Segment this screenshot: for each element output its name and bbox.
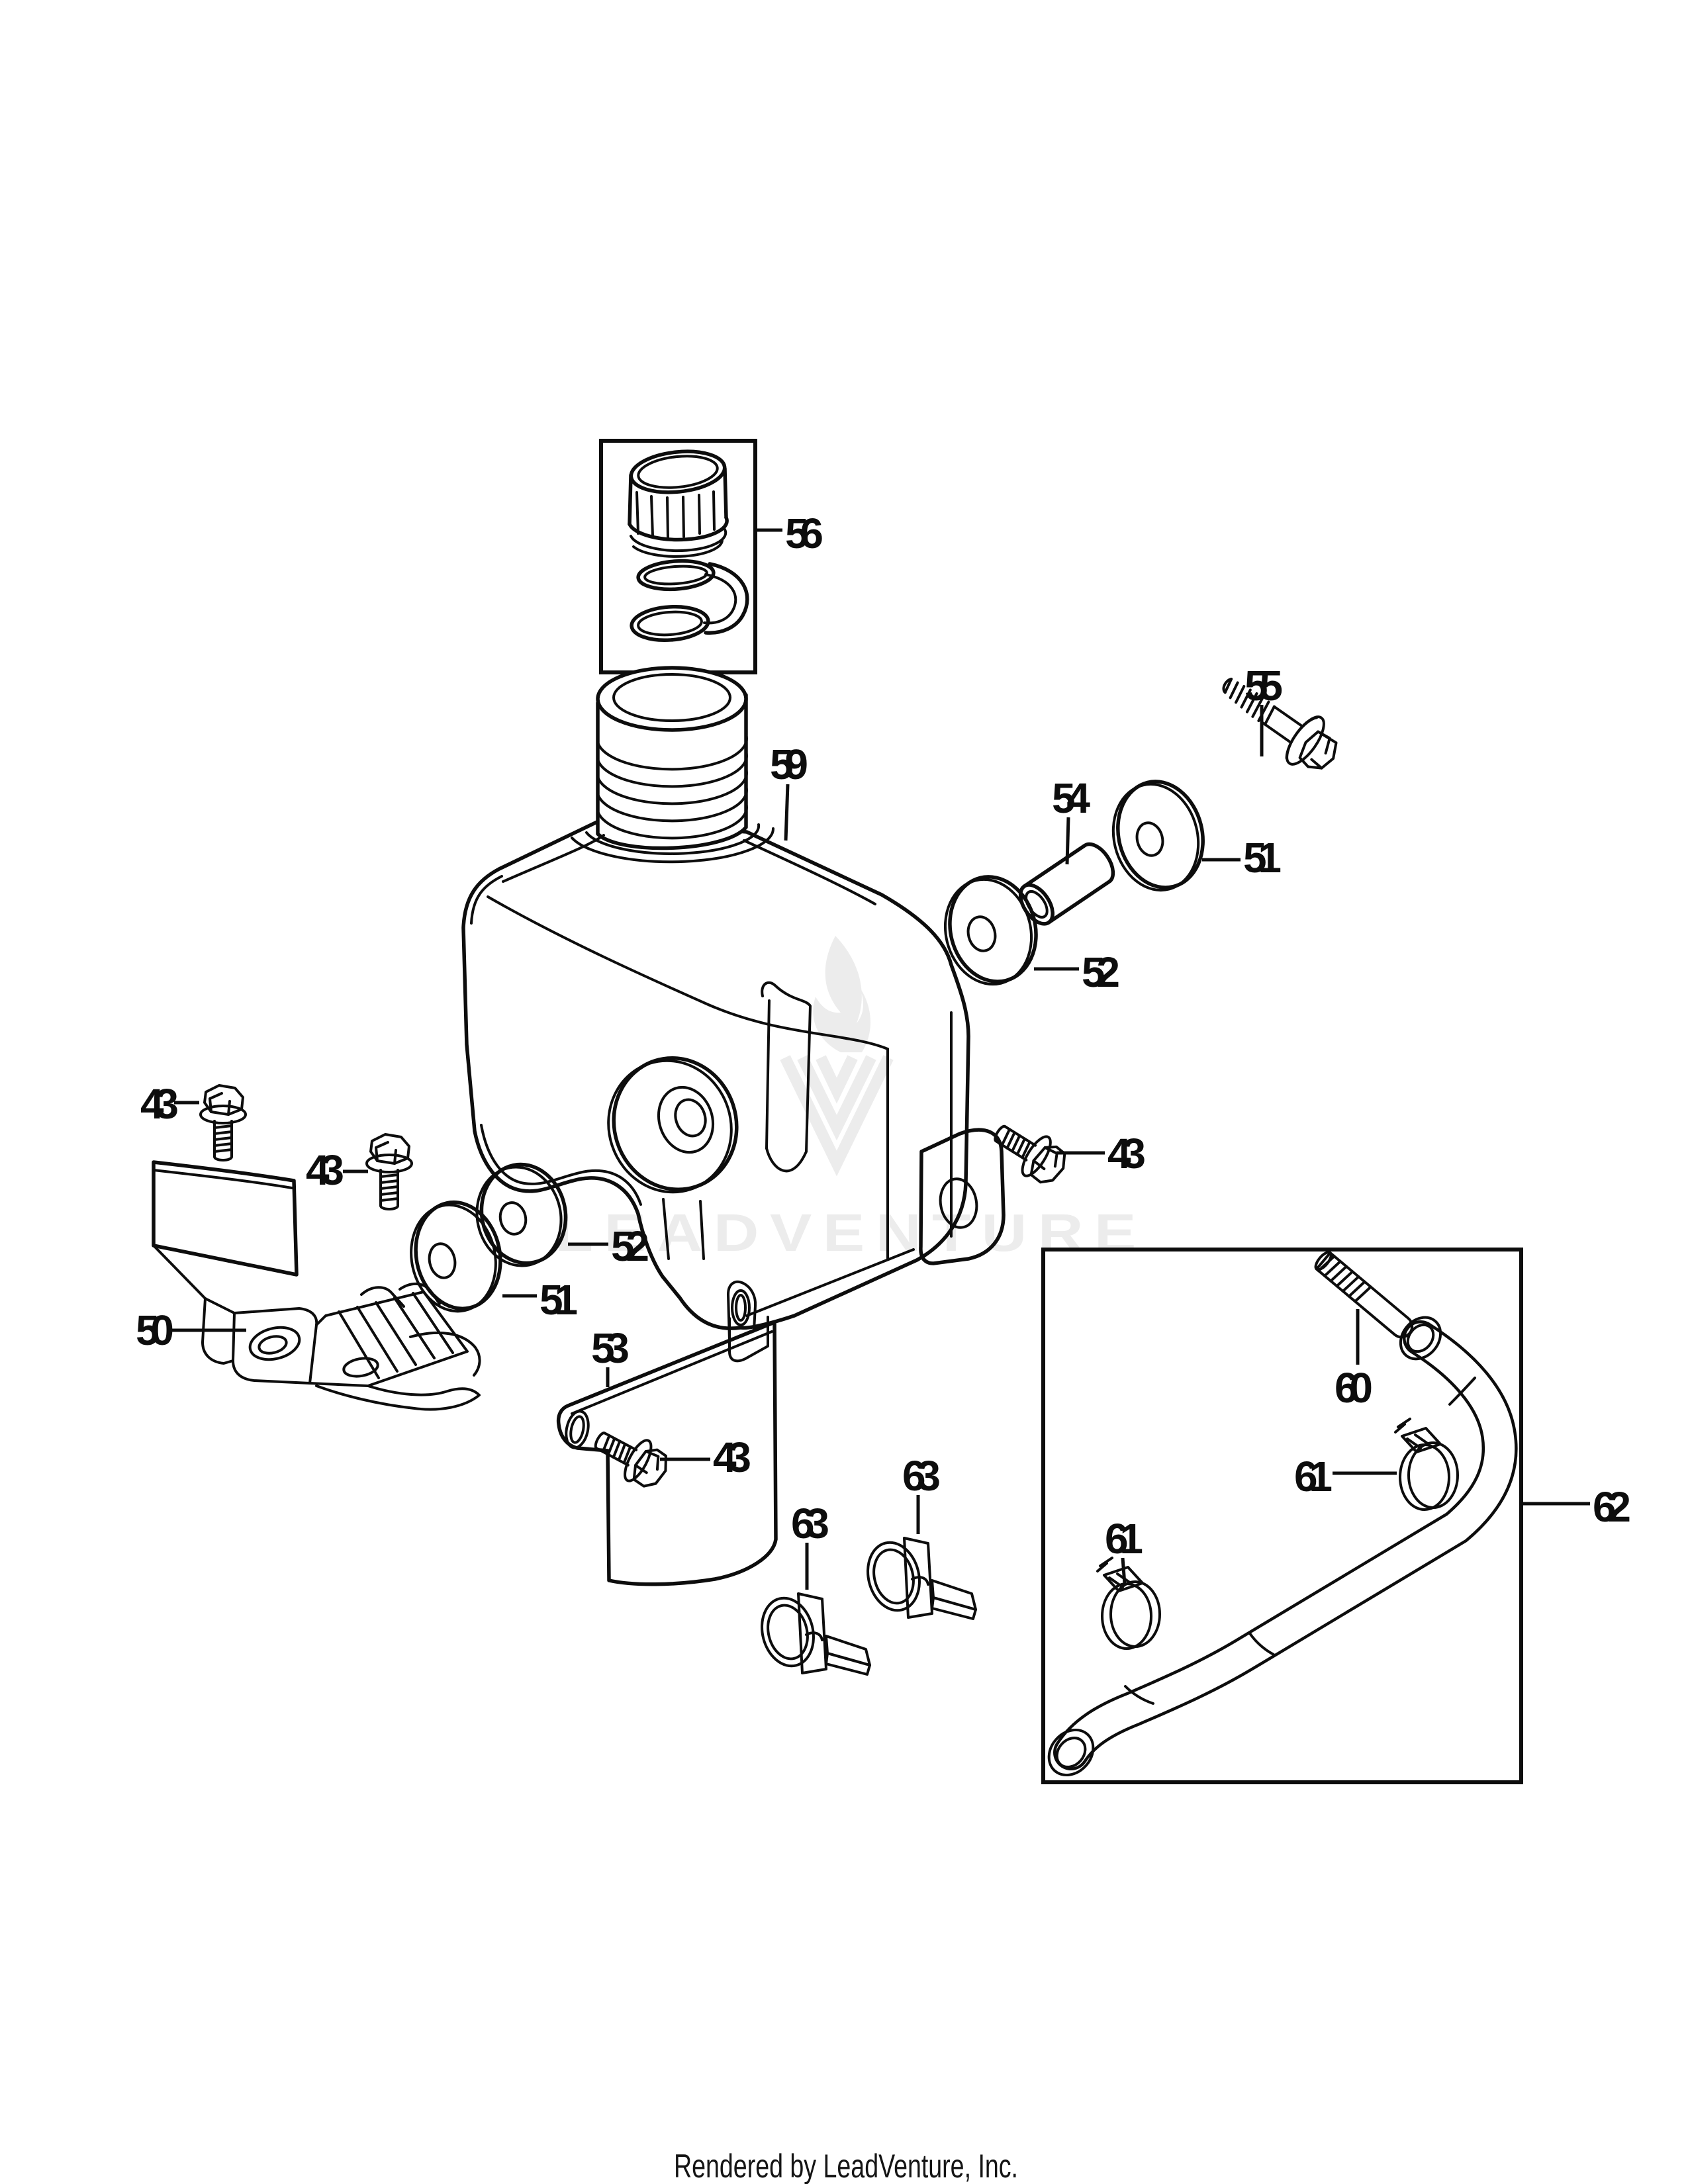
bracket-53: [556, 1280, 778, 1586]
tank-side-groove: [761, 981, 812, 1173]
callout-52-left[interactable]: 52: [568, 1222, 649, 1270]
callout-label-50[interactable]: 50: [136, 1306, 174, 1354]
tank-left-corner-inner: [470, 875, 503, 925]
callout-label-52-left[interactable]: 52: [611, 1222, 649, 1270]
callout-label-43-bracket[interactable]: 43: [713, 1433, 751, 1481]
tank-top-ridge-left: [502, 834, 605, 883]
clamp-63-right: [859, 1535, 977, 1620]
watermark-v-logo-icon: [780, 1055, 894, 1177]
bolt-43-b: [365, 1133, 413, 1210]
fitting-60: [1314, 1251, 1414, 1339]
tank-neck: [571, 666, 775, 864]
tank-front-crease: [487, 895, 889, 1050]
callout-53[interactable]: 53: [591, 1324, 630, 1387]
bolt-43-bracket: [587, 1420, 675, 1494]
washer-52-right: [943, 875, 1038, 986]
callout-43-bracket[interactable]: 43: [660, 1433, 751, 1481]
callout-43-b[interactable]: 43: [306, 1146, 368, 1194]
cap-tether: [703, 562, 749, 635]
callout-label-56[interactable]: 56: [785, 510, 823, 557]
fuel-tank: [461, 666, 1006, 1363]
hose-clamp-61-top: [1394, 1418, 1459, 1511]
callout-61-bottom[interactable]: 61: [1105, 1515, 1143, 1585]
callout-label-51-right[interactable]: 51: [1243, 834, 1282, 882]
washer-51-left: [410, 1200, 502, 1313]
leader-59: [784, 784, 790, 841]
callout-51-left[interactable]: 51: [502, 1276, 578, 1324]
callout-55[interactable]: 55: [1244, 662, 1283, 756]
cap-o-ring-upper: [636, 559, 716, 592]
callouts: 56 59 55 54 51 52 43 43: [136, 510, 1631, 1590]
callout-label-61-bottom[interactable]: 61: [1105, 1515, 1143, 1563]
hose-clamp-61-bottom: [1096, 1557, 1161, 1650]
callout-63-left[interactable]: 63: [791, 1500, 829, 1590]
callout-label-43-right[interactable]: 43: [1107, 1130, 1146, 1177]
washer-52-left: [475, 1162, 568, 1267]
callout-62[interactable]: 62: [1523, 1483, 1631, 1531]
tank-top-ridge-right: [743, 839, 876, 905]
tank-bottom-tab: [728, 1316, 769, 1363]
fuel-cap: [628, 449, 729, 558]
heat-shield: [152, 1160, 481, 1411]
watermark-flame-icon: [813, 936, 870, 1052]
callout-43-a[interactable]: 43: [140, 1080, 199, 1128]
leader-61-bottom: [1121, 1557, 1127, 1585]
callout-54[interactable]: 54: [1052, 774, 1090, 865]
callout-label-51-left[interactable]: 51: [539, 1276, 578, 1324]
callout-label-62[interactable]: 62: [1593, 1483, 1631, 1531]
fuel-line-tube: [1047, 1316, 1518, 1777]
callout-label-43-b[interactable]: 43: [306, 1146, 344, 1194]
bolt-55: [1222, 678, 1338, 770]
tank-bottom-edge-inner: [745, 1248, 915, 1317]
bolt-43-a: [199, 1084, 247, 1161]
callout-label-61-top[interactable]: 61: [1294, 1453, 1333, 1500]
fuel-cap-kit: [599, 439, 757, 674]
leader-54: [1065, 817, 1070, 865]
callout-56[interactable]: 56: [757, 510, 823, 557]
callout-label-63-right[interactable]: 63: [902, 1452, 941, 1500]
footer-credit: Rendered by LeadVenture, Inc.: [674, 2148, 1018, 2184]
tank-mounting-ear: [919, 1128, 1006, 1265]
callout-52-right[interactable]: 52: [1034, 948, 1120, 996]
callout-63-right[interactable]: 63: [902, 1452, 941, 1534]
callout-label-52-right[interactable]: 52: [1082, 948, 1120, 996]
tank-outline: [461, 819, 970, 1330]
cap-o-ring-lower: [630, 604, 710, 643]
callout-label-54[interactable]: 54: [1052, 774, 1090, 822]
tank-front-right-edge: [886, 1011, 953, 1260]
callout-label-60[interactable]: 60: [1335, 1364, 1373, 1412]
callout-43-right[interactable]: 43: [1056, 1130, 1146, 1177]
callout-60[interactable]: 60: [1335, 1309, 1373, 1412]
callout-label-63-left[interactable]: 63: [791, 1500, 829, 1547]
fuel-line-assembly: [1041, 1248, 1523, 1784]
callout-label-53[interactable]: 53: [591, 1324, 630, 1372]
tank-front-boss: [607, 1056, 739, 1260]
watermark-text: LEADVENTURE: [555, 1203, 1147, 1262]
callout-51-right[interactable]: 51: [1202, 834, 1282, 882]
clamp-63-left: [753, 1591, 871, 1676]
callout-50[interactable]: 50: [136, 1306, 246, 1354]
callout-label-55[interactable]: 55: [1244, 662, 1283, 709]
callout-61-top[interactable]: 61: [1294, 1453, 1397, 1500]
callout-59[interactable]: 59: [770, 741, 808, 841]
callout-label-43-a[interactable]: 43: [140, 1080, 179, 1128]
callout-label-59[interactable]: 59: [770, 741, 808, 788]
washer-51-right: [1111, 780, 1205, 892]
brand-watermark: LEADVENTURE: [555, 936, 1147, 1262]
fuel-line-box: [1041, 1248, 1523, 1784]
